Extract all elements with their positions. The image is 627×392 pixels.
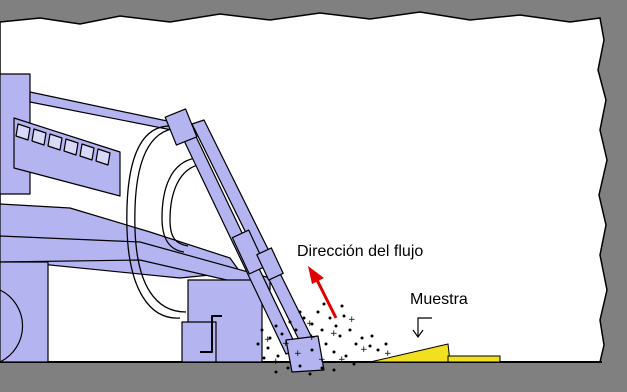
conveyor-slats [15, 123, 111, 166]
sample-label: Muestra [410, 291, 468, 308]
lower-arm [0, 235, 271, 291]
svg-text:+: + [384, 349, 392, 359]
flow-arrow-icon [308, 266, 338, 319]
svg-text:+: + [294, 349, 302, 359]
lower-pipe [200, 315, 222, 353]
mast-head-clamp [164, 108, 198, 146]
drive-block-plate [181, 321, 217, 363]
svg-text:+: + [306, 319, 314, 329]
drive-block [187, 279, 263, 363]
svg-text:+: + [348, 315, 356, 325]
drill-bit [285, 335, 325, 373]
svg-text:+: + [272, 357, 280, 367]
svg-text:+: + [330, 329, 338, 339]
machine-wheel [0, 289, 24, 363]
hydraulic-hoses [126, 125, 203, 319]
svg-text:+: + [318, 355, 326, 365]
svg-text:+: + [338, 355, 346, 365]
sample-pointer-icon [412, 317, 432, 339]
svg-text:+: + [360, 345, 368, 355]
sample-wedge [369, 343, 501, 363]
svg-text:+: + [282, 339, 290, 349]
drill-mast [164, 108, 325, 373]
svg-text:+: + [264, 335, 272, 345]
mast-clamp-low [256, 247, 284, 281]
mast-clamp-mid [231, 229, 267, 275]
rock-cuttings: +++ +++ +++ +++ [256, 302, 392, 376]
svg-text:+: + [308, 333, 316, 343]
flow-direction-label: Dirección del flujo [297, 243, 424, 260]
loader-machine [0, 73, 271, 363]
